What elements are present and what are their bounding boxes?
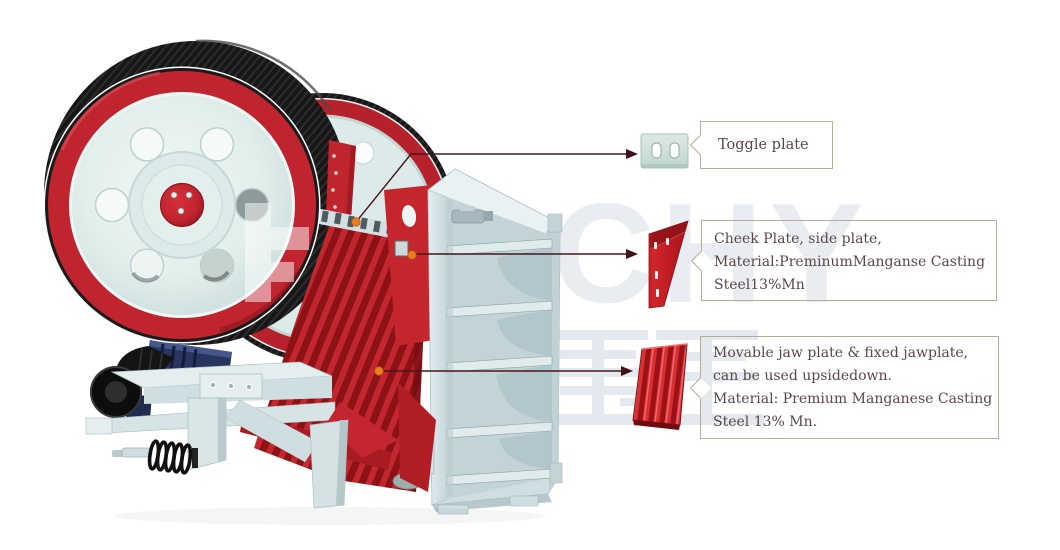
callout-text-line: Material:PreminumManganse Casting [714, 254, 986, 270]
cheek-plate-icon [641, 219, 695, 318]
base-frame [85, 340, 545, 525]
base-bracket [199, 373, 263, 399]
callout-text-line: can be used upsidedown. [713, 368, 892, 384]
toggle-plate-icon [640, 131, 690, 175]
marker-dot-2 [407, 250, 417, 260]
callout-text-line: Material: Premium Manganese Casting [713, 391, 993, 407]
watermark-characters [540, 330, 764, 425]
callout-cheek-plate: Cheek Plate, side plate, Material:Premin… [690, 220, 997, 301]
leader-lines [355, 153, 626, 372]
frame-axle-detail [451, 206, 493, 224]
pitman-panel [326, 140, 356, 220]
movable-jaw-plate [254, 218, 428, 492]
callout-jaw-plate: Movable jaw plate & fixed jawplate, can … [689, 336, 999, 439]
arrowheads [621, 149, 638, 376]
callout-label: Toggle plate [718, 136, 809, 153]
flywheel [43, 66, 321, 344]
callout-text-line: Steel13%Mn [714, 277, 805, 293]
jaw-plate-icon [630, 341, 694, 437]
flywheel-holes [94, 127, 270, 283]
marker-dot-3 [374, 366, 384, 376]
flywheel-hub [159, 182, 205, 228]
arrowhead-1 [626, 149, 638, 159]
watermark-overlay-block [245, 203, 309, 302]
arrowhead-3 [621, 366, 633, 376]
callout-text-line: Cheek Plate, side plate, [714, 231, 882, 247]
arrowhead-2 [626, 249, 638, 259]
marker-dot-1 [351, 217, 361, 227]
callout-toggle-plate: Toggle plate [689, 121, 833, 169]
tension-spring [112, 439, 198, 475]
callout-text-line: Steel 13% Mn. [713, 414, 818, 430]
side-frame [416, 168, 563, 515]
marker-dots [351, 217, 417, 376]
callout-text-line: Movable jaw plate & fixed jawplate, [713, 345, 969, 361]
leader-line-1 [355, 153, 626, 223]
